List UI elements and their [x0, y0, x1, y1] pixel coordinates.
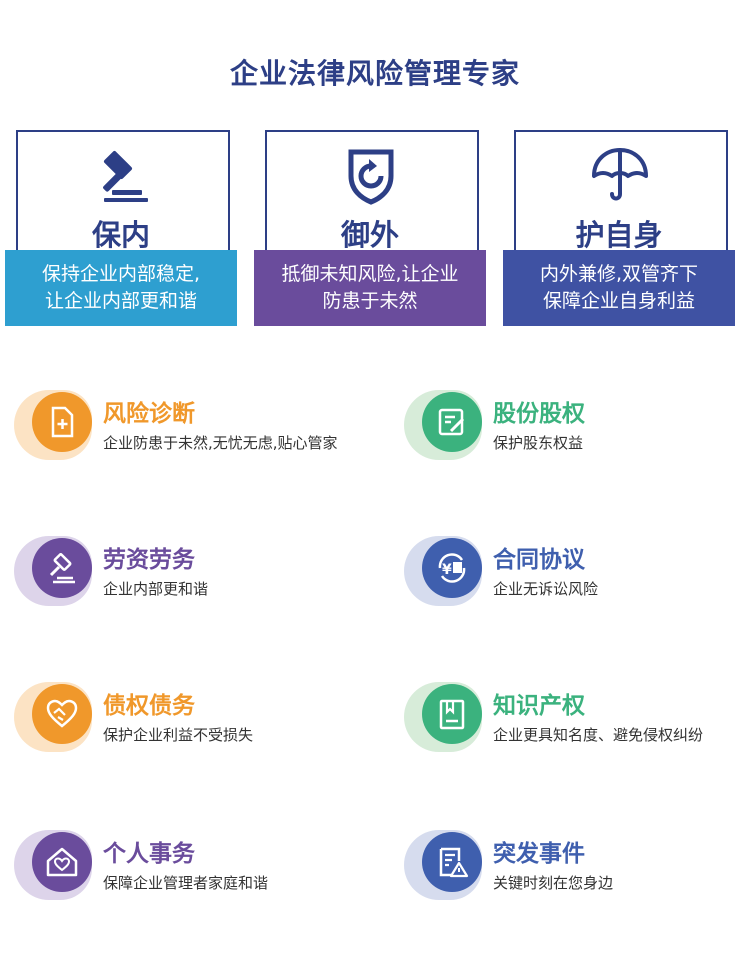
pillar-desc-line: 防患于未然 — [322, 290, 418, 312]
service-name: 知识产权 — [493, 693, 585, 719]
service-description: 企业内部更和谐 — [103, 580, 209, 598]
service-ip[interactable]: 知识产权 企业更具知名度、避免侵权纠纷 — [404, 682, 750, 762]
service-description: 保障企业管理者家庭和谐 — [103, 874, 269, 892]
gavel-icon — [103, 150, 148, 202]
service-description: 保护股东权益 — [493, 434, 584, 452]
gavel-icon — [32, 538, 92, 598]
pillar-desc-line: 保障企业自身利益 — [542, 290, 695, 312]
service-equity[interactable]: 股份股权 保护股东权益 — [404, 390, 750, 470]
pillar-label: 御外 — [340, 218, 399, 252]
service-personal[interactable]: 个人事务 保障企业管理者家庭和谐 — [14, 830, 374, 910]
page-title: 企业法律风险管理专家 — [229, 57, 520, 90]
svg-text:¥: ¥ — [442, 562, 452, 578]
pillar-desc-line: 让企业内部更和谐 — [44, 290, 197, 312]
service-labor[interactable]: 劳资劳务 企业内部更和谐 — [14, 536, 374, 616]
service-name: 债权债务 — [103, 693, 195, 719]
pillar-card-bao-nei: 保内 保持企业内部稳定, 让企业内部更和谐 — [5, 130, 237, 326]
service-description: 保护企业利益不受损失 — [103, 726, 254, 744]
alert-document-icon — [422, 832, 482, 892]
service-name: 劳资劳务 — [103, 547, 195, 573]
service-name: 合同协议 — [493, 547, 585, 573]
pillar-card-hu-zi-shen: 护自身 内外兼修,双管齐下 保障企业自身利益 — [503, 130, 735, 326]
service-risk-diagnosis[interactable]: 风险诊断 企业防患于未然,无忧无虑,贴心管家 — [14, 390, 374, 470]
service-name: 突发事件 — [493, 841, 585, 867]
edit-document-icon — [422, 392, 482, 452]
medical-document-icon — [32, 392, 92, 452]
service-emergency[interactable]: 突发事件 关键时刻在您身边 — [404, 830, 750, 910]
service-description: 企业无诉讼风险 — [493, 580, 599, 598]
pillar-description: 保持企业内部稳定, 让企业内部更和谐 — [5, 250, 237, 326]
service-name: 个人事务 — [103, 841, 195, 867]
pillar-desc-line: 保持企业内部稳定, — [41, 263, 201, 285]
pillar-description: 内外兼修,双管齐下 保障企业自身利益 — [503, 250, 735, 326]
pillar-description: 抵御未知风险,让企业 防患于未然 — [254, 250, 486, 326]
umbrella-icon — [592, 148, 648, 201]
service-contract[interactable]: ¥ 合同协议 企业无诉讼风险 — [404, 536, 750, 616]
service-name: 股份股权 — [493, 401, 585, 427]
handshake-heart-icon — [32, 684, 92, 744]
home-heart-icon — [32, 832, 92, 892]
service-debt[interactable]: 债权债务 保护企业利益不受损失 — [14, 682, 374, 762]
pillar-desc-line: 抵御未知风险,让企业 — [281, 263, 459, 285]
pillar-desc-line: 内外兼修,双管齐下 — [539, 263, 699, 285]
pillar-label: 保内 — [91, 218, 150, 252]
service-description: 企业更具知名度、避免侵权纠纷 — [493, 726, 704, 744]
service-description: 关键时刻在您身边 — [493, 874, 614, 892]
service-description: 企业防患于未然,无忧无虑,贴心管家 — [103, 434, 338, 452]
pillar-card-yu-wai: 御外 抵御未知风险,让企业 防患于未然 — [254, 130, 486, 326]
service-name: 风险诊断 — [103, 401, 195, 427]
bookmark-document-icon — [422, 684, 482, 744]
yen-exchange-icon: ¥ — [422, 538, 482, 598]
pillar-label: 护自身 — [575, 218, 663, 252]
shield-refresh-icon — [348, 149, 394, 205]
